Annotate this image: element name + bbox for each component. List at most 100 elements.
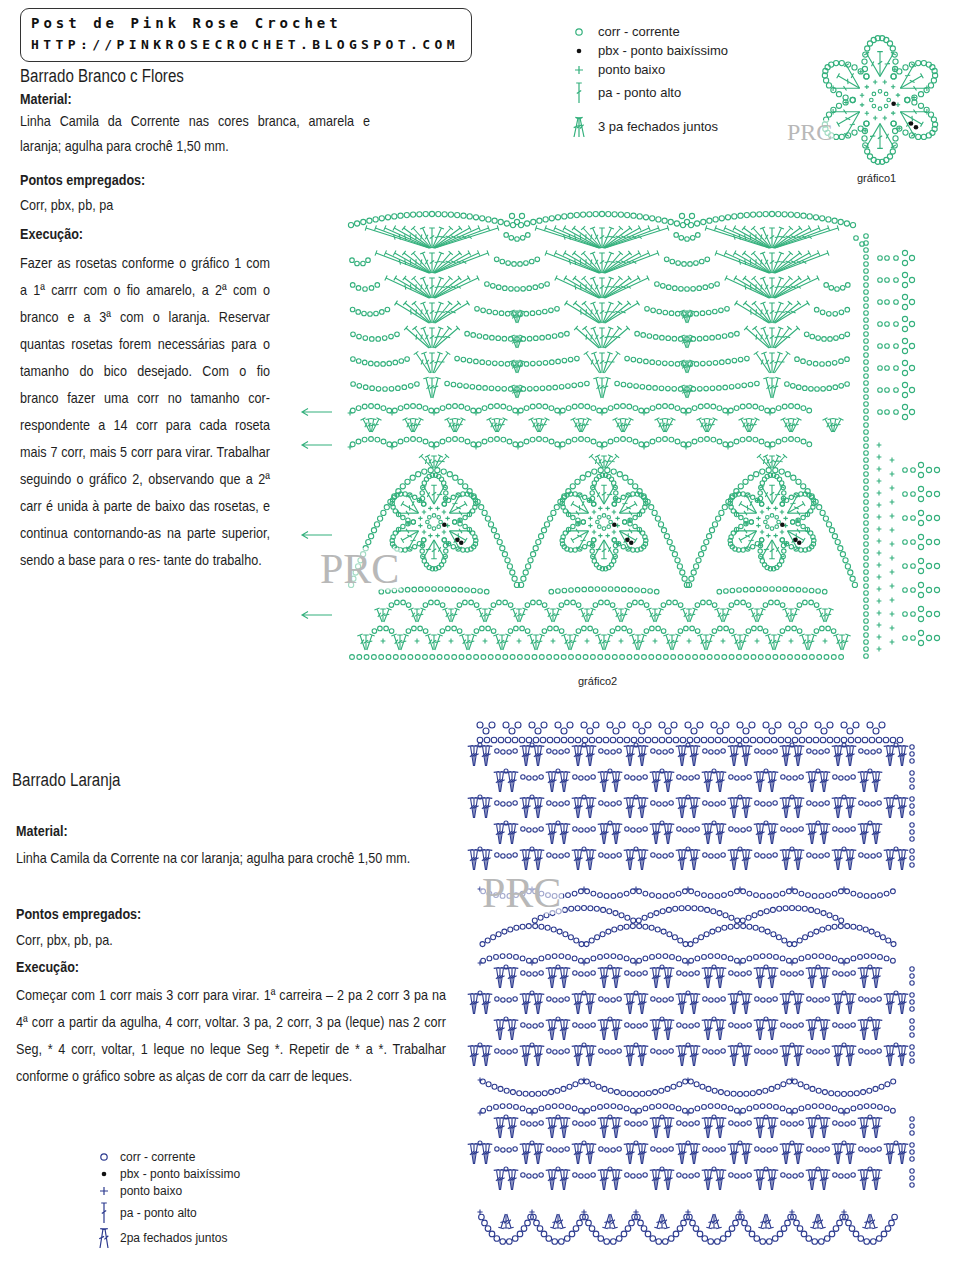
chain-stitch xyxy=(362,311,367,316)
double-crochet xyxy=(385,276,429,299)
chain-stitch xyxy=(902,326,907,331)
chain-stitch xyxy=(608,406,613,411)
chain-stitch xyxy=(435,468,440,473)
double-crochet xyxy=(843,634,851,650)
chain-stitch xyxy=(500,259,505,264)
chain-stitch xyxy=(635,331,640,336)
double-crochet xyxy=(763,455,771,468)
chain-stitch xyxy=(597,442,602,447)
chain-stitch xyxy=(514,626,519,631)
chain-stitch xyxy=(621,382,626,387)
chain-stitch xyxy=(388,499,393,504)
chain-stitch xyxy=(591,439,596,444)
chain-stitch xyxy=(827,386,832,391)
double-crochet xyxy=(450,531,462,550)
chain-stitch xyxy=(685,655,690,660)
chain-stitch xyxy=(543,437,548,442)
chain-stitch xyxy=(760,559,764,563)
chain-stitch xyxy=(518,262,523,267)
double-crochet xyxy=(774,276,802,298)
chain-stitch xyxy=(719,216,724,221)
chain-stitch xyxy=(839,384,844,389)
chain-stitch xyxy=(445,655,450,660)
double-crochet xyxy=(604,485,617,504)
chain-stitch xyxy=(404,404,409,409)
chain-stitch xyxy=(536,310,541,315)
chain-stitch xyxy=(728,408,733,413)
chain-stitch xyxy=(864,339,869,344)
chain-stitch xyxy=(696,233,701,238)
chain-stitch xyxy=(878,344,883,349)
chain-stitch xyxy=(426,520,430,524)
chain-stitch xyxy=(446,437,451,442)
chain-stitch xyxy=(459,404,464,409)
chain-stitch xyxy=(350,442,355,447)
chain-stitch xyxy=(661,528,666,533)
chain-stitch xyxy=(591,406,596,411)
chain-stitch xyxy=(501,404,506,409)
double-crochet xyxy=(708,418,717,432)
chain-stitch xyxy=(934,563,939,568)
double-crochet xyxy=(620,501,638,513)
single-crochet xyxy=(418,516,422,520)
chain-stitch xyxy=(612,655,617,660)
double-crochet xyxy=(527,634,535,650)
chain-stitch xyxy=(885,300,890,305)
chain-stitch xyxy=(452,587,457,592)
chain-stitch xyxy=(551,510,556,515)
chain-stitch xyxy=(843,558,848,563)
chain-stitch xyxy=(902,392,907,397)
double-crochet xyxy=(435,250,489,273)
chain-stitch xyxy=(647,385,652,390)
double-crochet xyxy=(620,531,632,550)
chain-stitch xyxy=(485,516,490,521)
double-crochet xyxy=(731,634,739,650)
chain-stitch xyxy=(791,520,795,524)
chain-stitch xyxy=(529,259,534,264)
chain-stitch xyxy=(457,629,462,634)
chain-stitch xyxy=(591,655,596,660)
double-crochet xyxy=(761,352,771,373)
chain-stitch xyxy=(623,520,627,524)
chain-stitch xyxy=(909,365,914,370)
chain-stitch xyxy=(685,287,690,292)
chain-stitch xyxy=(372,655,377,660)
chain-stitch xyxy=(515,287,520,292)
chain-stitch xyxy=(672,387,677,392)
chain-stitch xyxy=(810,334,815,339)
chain-stitch xyxy=(539,534,544,539)
chain-stitch xyxy=(909,255,914,260)
chain-stitch xyxy=(934,611,939,616)
chain-stitch xyxy=(357,655,362,660)
chain-stitch xyxy=(797,629,802,634)
chain-stitch xyxy=(350,258,355,263)
chain-stitch xyxy=(759,439,764,444)
single-crochet xyxy=(381,639,386,644)
chain-stitch xyxy=(350,655,355,660)
chain-stitch xyxy=(405,587,410,592)
chain-stitch xyxy=(694,261,699,266)
chain-stitch xyxy=(729,385,734,390)
chain-stitch xyxy=(507,564,512,569)
chain-stitch xyxy=(482,406,487,411)
chain-stitch xyxy=(581,212,586,217)
chain-stitch xyxy=(488,404,493,409)
chain-stitch xyxy=(525,221,530,226)
chain-stitch xyxy=(503,655,508,660)
chain-stitch xyxy=(543,217,548,222)
double-crochet xyxy=(772,485,785,504)
chain-stitch xyxy=(539,284,544,289)
chain-stitch xyxy=(598,516,602,520)
chain-stitch xyxy=(698,387,703,392)
chain-stitch xyxy=(776,439,781,444)
single-crochet xyxy=(773,506,777,510)
chain-stitch xyxy=(885,278,890,283)
chain-stitch xyxy=(398,406,403,411)
chain-stitch xyxy=(838,219,843,224)
chain-stitch xyxy=(609,563,613,567)
double-crochet xyxy=(752,301,771,323)
chain-stitch xyxy=(650,406,655,411)
chain-stitch xyxy=(640,385,645,390)
chain-stitch xyxy=(652,510,657,515)
chain-stitch xyxy=(631,357,636,362)
